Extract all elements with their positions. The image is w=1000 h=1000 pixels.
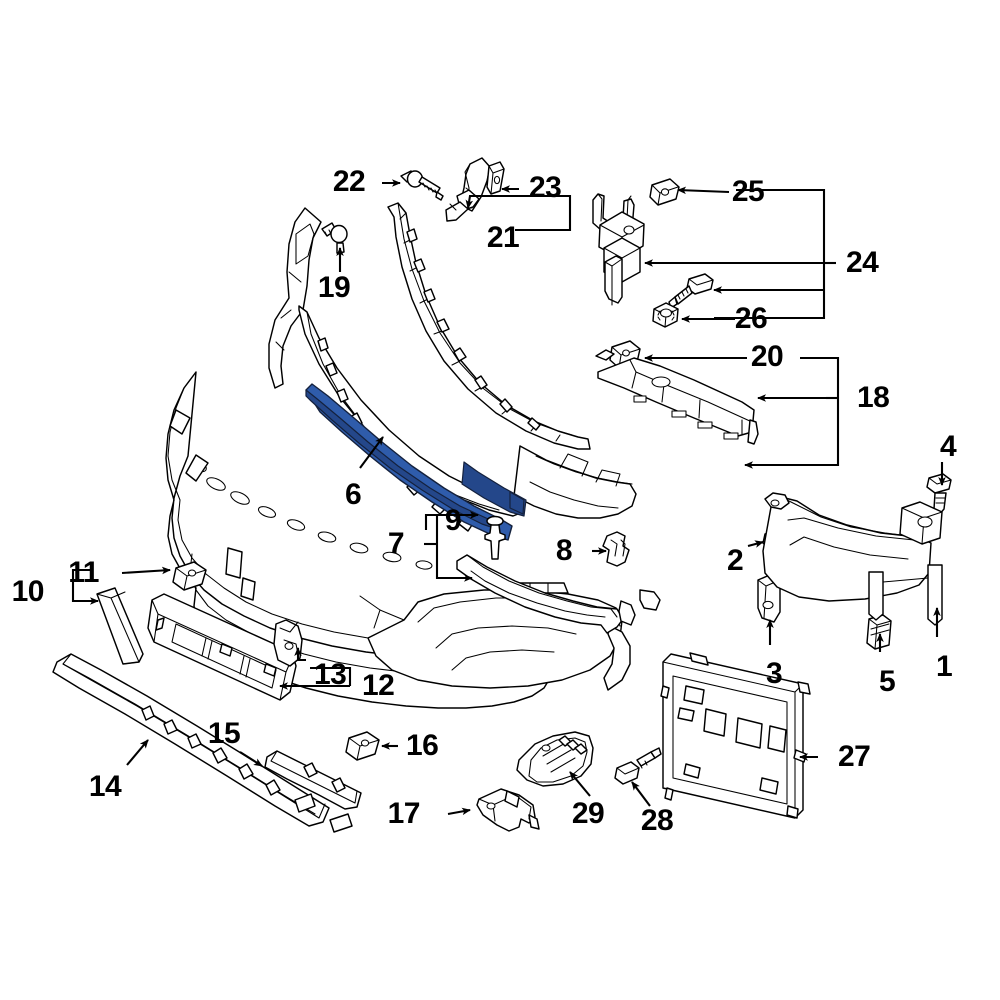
callout-11[interactable]: 11 xyxy=(68,556,99,589)
part-26-bolt xyxy=(668,273,714,309)
part-1-tow-hook-cover xyxy=(762,492,943,626)
part-21-bracket xyxy=(445,157,491,222)
leader-lines xyxy=(71,179,946,816)
leader-10-bracket-bottom xyxy=(71,585,99,605)
callout-14[interactable]: 14 xyxy=(88,770,122,803)
leader-25 xyxy=(677,186,730,195)
part-15-valance-extension xyxy=(264,750,362,810)
part-26-nut xyxy=(652,302,679,328)
callout-4[interactable]: 4 xyxy=(940,430,957,463)
leader-24-bracket-bottom xyxy=(714,263,826,320)
callout-1[interactable]: 1 xyxy=(936,650,953,683)
callout-18[interactable]: 18 xyxy=(857,381,890,414)
part-28-screw xyxy=(614,747,662,785)
part-17-plate-bracket xyxy=(476,788,540,832)
callout-23[interactable]: 23 xyxy=(529,171,562,204)
callout-16[interactable]: 16 xyxy=(406,729,439,762)
callout-20[interactable]: 20 xyxy=(750,340,784,373)
leader-9 xyxy=(424,511,479,530)
callout-28[interactable]: 28 xyxy=(640,804,674,837)
part-10-filler-panel xyxy=(96,587,144,665)
callout-22[interactable]: 22 xyxy=(332,165,366,198)
part-12-lower-grille xyxy=(147,593,297,701)
callout-3[interactable]: 3 xyxy=(766,657,783,690)
part-11-clip xyxy=(172,561,207,591)
leader-28 xyxy=(631,781,651,807)
leader-12-top xyxy=(310,666,352,686)
leader-21 xyxy=(465,194,572,232)
part-19-screw xyxy=(321,222,348,254)
leader-15 xyxy=(239,751,263,767)
leader-14 xyxy=(126,739,149,766)
part-22-screw xyxy=(400,170,444,201)
part-14-lower-valance xyxy=(52,653,353,833)
callout-15[interactable]: 15 xyxy=(207,717,241,750)
leader-18-top xyxy=(800,356,840,398)
callout-19[interactable]: 19 xyxy=(317,271,351,304)
callout-5[interactable]: 5 xyxy=(879,665,896,698)
leader-11 xyxy=(121,566,171,575)
callout-21[interactable]: 21 xyxy=(486,221,520,254)
callout-2[interactable]: 2 xyxy=(727,544,744,577)
part-23-spacer xyxy=(486,161,505,195)
part-3-clip xyxy=(757,573,781,623)
leader-10-bracket-top xyxy=(71,568,92,585)
part-8-retainer-clip xyxy=(602,531,630,567)
part-24-bracket-assembly xyxy=(592,193,645,306)
callout-7[interactable]: 7 xyxy=(387,527,405,560)
part-18-impact-beam xyxy=(387,202,759,450)
callout-9[interactable]: 9 xyxy=(444,504,462,537)
callout-17[interactable]: 17 xyxy=(387,797,421,830)
part-5-grommet xyxy=(866,614,892,650)
callout-29[interactable]: 29 xyxy=(571,797,605,830)
part-9-push-pin xyxy=(484,515,506,560)
leader-29 xyxy=(569,771,591,797)
callout-27[interactable]: 27 xyxy=(838,740,871,773)
leader-17 xyxy=(447,807,471,816)
leader-24-bracket-top xyxy=(736,188,826,263)
callout-26[interactable]: 26 xyxy=(734,302,768,335)
callout-10[interactable]: 10 xyxy=(11,575,45,608)
callout-6[interactable]: 6 xyxy=(345,478,362,511)
part-27-license-plate-bracket xyxy=(660,652,811,819)
leader-2 xyxy=(747,540,764,548)
leader-18-bottom xyxy=(744,398,840,469)
part-16-clip xyxy=(345,731,380,761)
callout-24[interactable]: 24 xyxy=(846,246,879,279)
callout-8[interactable]: 8 xyxy=(555,534,573,567)
callout-12[interactable]: 12 xyxy=(362,669,395,702)
callout-25[interactable]: 25 xyxy=(731,175,765,208)
part-29-bracket-handle xyxy=(516,731,594,787)
leader-6 xyxy=(359,436,384,469)
callout-13[interactable]: 13 xyxy=(314,658,347,691)
part-7-reinforcement-bracket xyxy=(456,554,661,634)
leader-7-bracket xyxy=(435,516,473,582)
leader-13 xyxy=(294,647,306,662)
part-25-clip xyxy=(649,178,680,206)
